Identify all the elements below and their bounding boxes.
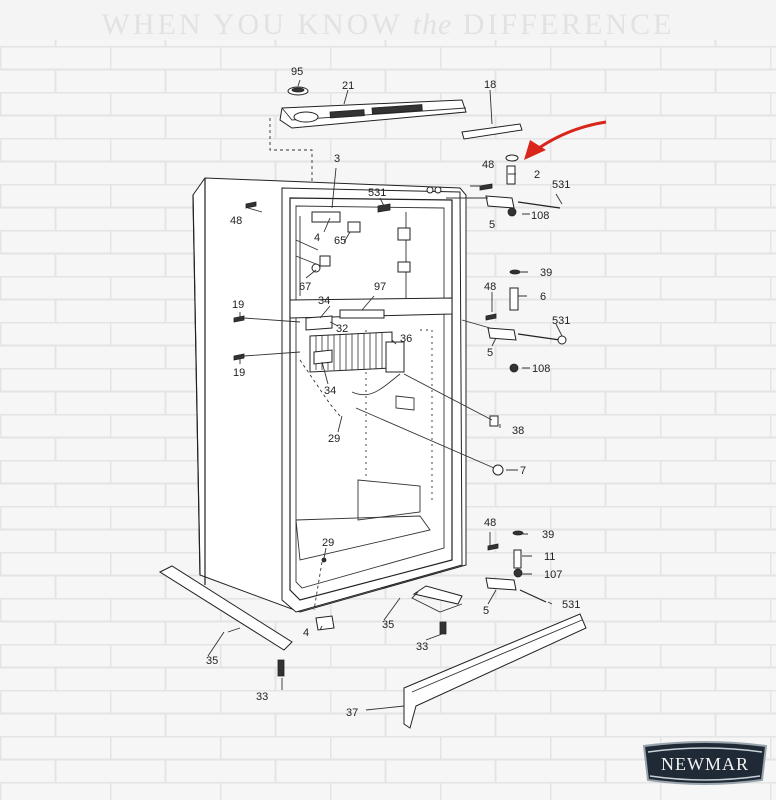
callout-33-right: 33 (416, 641, 428, 653)
bottom-rails (158, 557, 587, 729)
callout-2: 2 (534, 169, 540, 181)
callout-32: 32 (336, 323, 348, 335)
callout-5-bottom: 5 (483, 605, 489, 617)
callout-48-top: 48 (482, 159, 494, 171)
callout-97: 97 (374, 281, 386, 293)
callout-48-left: 48 (230, 215, 242, 227)
callout-3: 3 (334, 153, 340, 165)
callout-108-top: 108 (531, 210, 549, 222)
callout-33-left: 33 (256, 691, 268, 703)
callout-38: 38 (512, 425, 524, 437)
tagline-part-3: DIFFERENCE (462, 8, 675, 41)
tagline-part-2: the (412, 8, 453, 41)
callout-4-top: 4 (314, 232, 320, 244)
callout-19-bottom: 19 (233, 367, 245, 379)
highlight-arrowhead (524, 140, 546, 160)
callout-34-bottom: 34 (324, 385, 336, 397)
leader-lines (207, 79, 563, 711)
callout-6: 6 (540, 291, 546, 303)
callout-4-bottom: 4 (303, 627, 309, 639)
cabinet-body (192, 177, 467, 613)
callout-48-bottom: 48 (484, 517, 496, 529)
callout-531-right-top: 531 (552, 179, 570, 191)
hinge-hardware (355, 154, 567, 603)
callout-labels: 95 21 18 3 531 2 48 531 48 4 65 5 108 67… (206, 66, 580, 719)
top-trim-assembly (269, 86, 523, 195)
callout-18: 18 (484, 79, 496, 91)
callout-21: 21 (342, 80, 354, 92)
callout-39-bottom: 39 (542, 529, 554, 541)
callout-531-top: 531 (368, 187, 386, 199)
callout-48-mid: 48 (484, 281, 496, 293)
tagline-part-1: WHEN YOU KNOW (101, 8, 403, 41)
callout-7: 7 (520, 465, 526, 477)
callout-37: 37 (346, 707, 358, 719)
left-side-parts (233, 201, 411, 417)
newmar-logo-text: NEWMAR (661, 754, 749, 774)
callout-29-bottom: 29 (322, 537, 334, 549)
callout-35-left: 35 (206, 655, 218, 667)
callout-29-top: 29 (328, 433, 340, 445)
callout-11: 11 (544, 551, 555, 563)
callout-34-top: 34 (318, 295, 330, 307)
callout-531-mid: 531 (552, 315, 570, 327)
newmar-logo: NEWMAR (638, 740, 772, 786)
tagline-watermark: WHEN YOU KNOW the DIFFERENCE (0, 8, 776, 42)
callout-35-middle: 35 (382, 619, 394, 631)
callout-108-mid: 108 (532, 363, 550, 375)
callout-107: 107 (544, 569, 562, 581)
callout-531-bottom: 531 (562, 599, 580, 611)
callout-95: 95 (291, 66, 303, 78)
callout-5-mid: 5 (487, 347, 493, 359)
callout-67: 67 (299, 281, 311, 293)
callout-36: 36 (400, 333, 412, 345)
highlight-arrow (535, 120, 607, 152)
callout-19-top: 19 (232, 299, 244, 311)
callout-39-top: 39 (540, 267, 552, 279)
callout-65: 65 (334, 235, 346, 247)
callout-5-top: 5 (489, 219, 495, 231)
